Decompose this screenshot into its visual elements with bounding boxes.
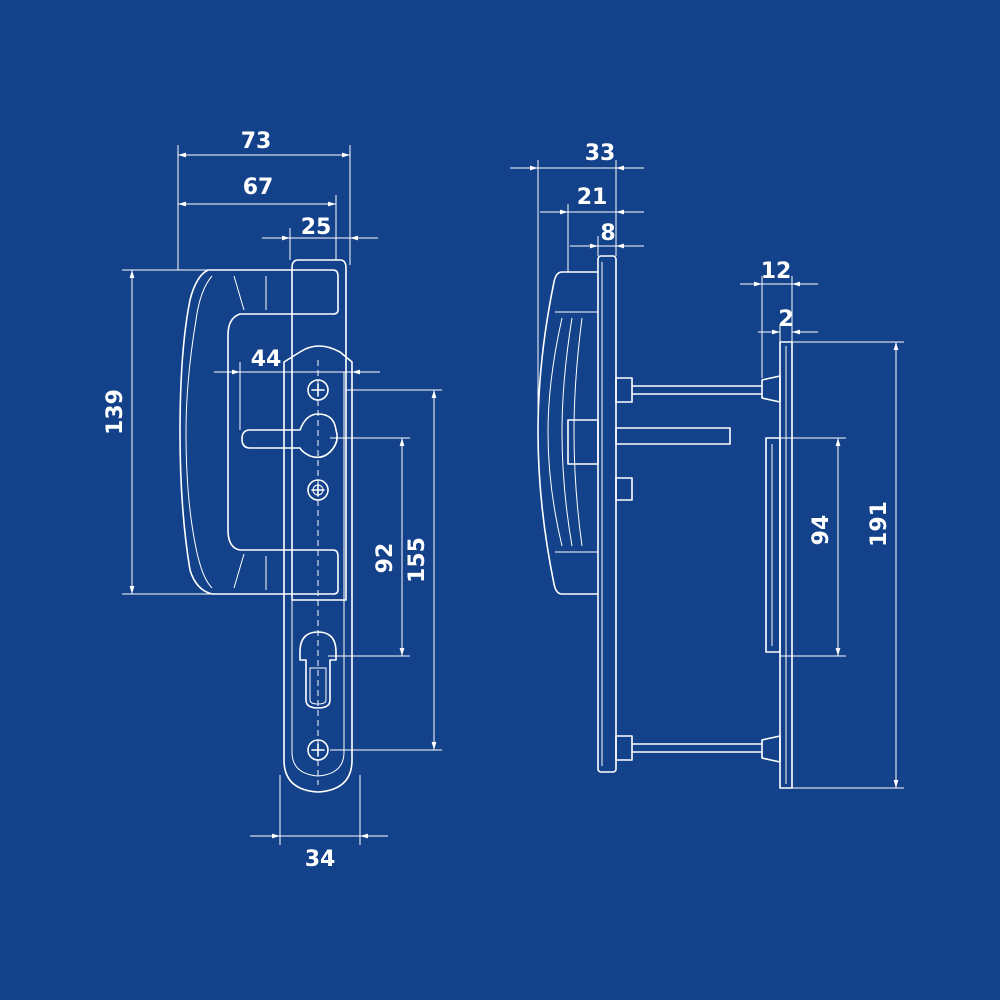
dim-155: 155 [405, 537, 430, 583]
handle-outline [179, 269, 339, 595]
escutcheon-plate [283, 345, 353, 793]
handle-grip-bottom [233, 553, 245, 589]
dim-94: 94 [809, 515, 834, 546]
dim-21: 21 [577, 185, 608, 210]
dim-44: 44 [251, 347, 282, 372]
cylinder-keyhole [299, 631, 337, 709]
side-dimensions: 33 21 8 12 2 94 191 [510, 141, 904, 789]
bolt-top [615, 377, 633, 403]
dim-191: 191 [867, 501, 892, 547]
dim-34: 34 [305, 847, 336, 872]
dim-92: 92 [373, 543, 398, 574]
front-plate [597, 255, 617, 773]
dim-2: 2 [778, 307, 793, 332]
front-dimensions: 73 67 25 44 139 92 155 [103, 129, 442, 872]
dim-67: 67 [243, 175, 274, 200]
dim-73: 73 [241, 129, 272, 154]
spindle [615, 427, 731, 445]
dim-139: 139 [103, 389, 128, 435]
side-view [537, 255, 793, 789]
upper-plate [291, 259, 347, 601]
dim-12: 12 [761, 259, 792, 284]
dim-25: 25 [301, 215, 332, 240]
dim-33: 33 [585, 141, 616, 166]
dim-8: 8 [600, 221, 615, 246]
bolt-bottom [615, 735, 633, 761]
front-view [179, 259, 353, 793]
handle-grip-top [233, 275, 245, 311]
recess [765, 437, 781, 653]
handle-inner-line [185, 275, 213, 589]
